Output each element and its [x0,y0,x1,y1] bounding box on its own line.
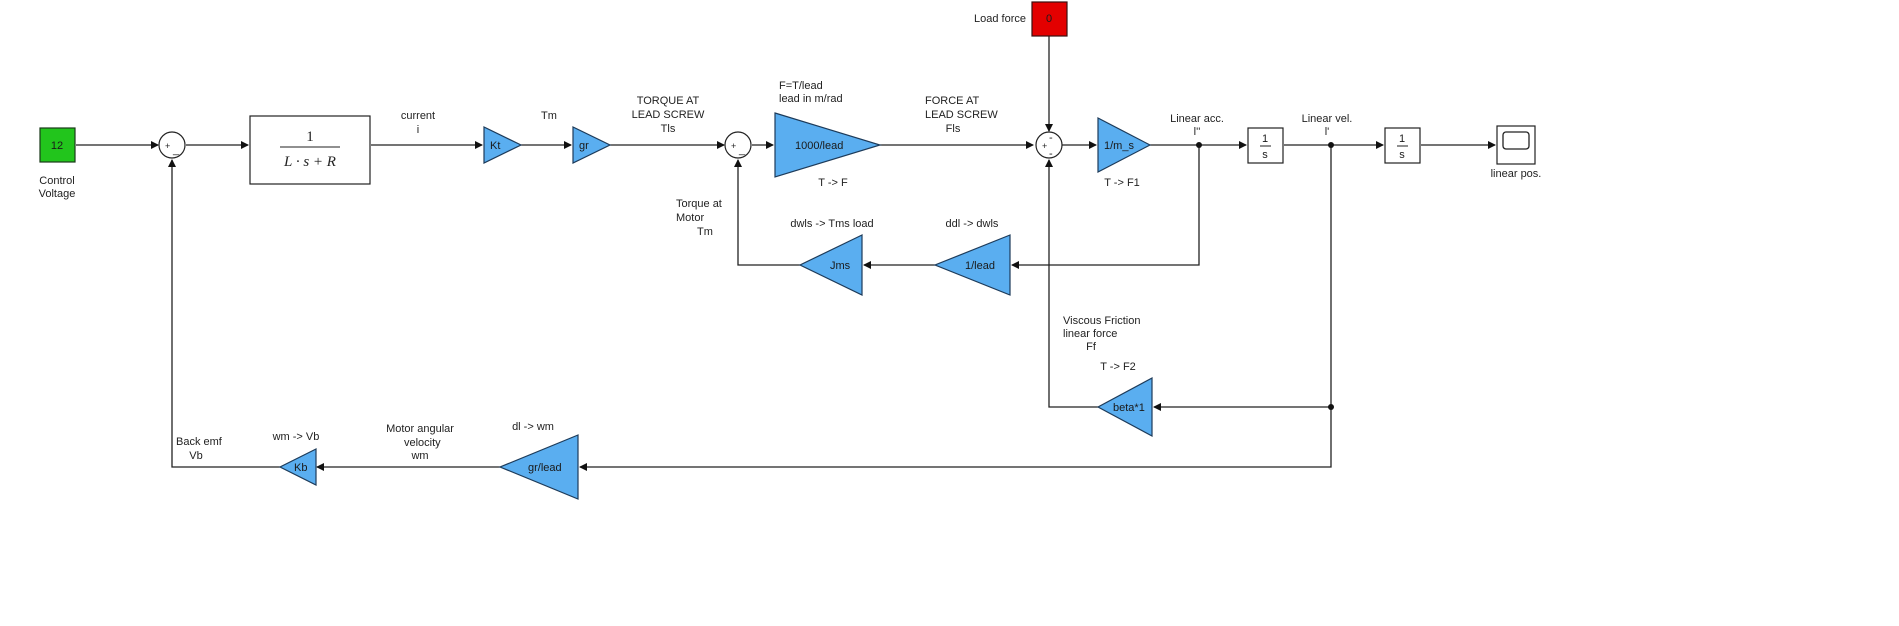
svg-text:wm -> Vb: wm -> Vb [272,431,320,443]
svg-text:wm: wm [410,450,428,462]
svg-text:gr: gr [579,140,589,152]
svg-text:LEAD SCREW: LEAD SCREW [632,109,705,121]
svg-text:_: _ [738,144,746,156]
wire [1153,145,1332,411]
constant-value: 12 [51,140,63,152]
gain-jms[interactable]: Jms [798,234,863,296]
svg-text:1: 1 [1262,133,1268,145]
svg-text:T -> F2: T -> F2 [1100,361,1136,373]
integrator-2[interactable]: 1 s [1384,127,1421,164]
svg-text:gr/lead: gr/lead [528,462,562,474]
scope-label: linear pos. [1491,168,1542,180]
sum-block-torque[interactable]: + _ [724,131,752,159]
wire [168,159,280,468]
svg-text:Jms: Jms [830,260,851,272]
svg-text:Ff: Ff [1086,341,1097,353]
load-force-block[interactable]: 0 [1031,1,1068,37]
svg-text:current: current [401,110,435,122]
svg-text:lead in m/rad: lead in m/rad [779,93,843,105]
svg-text:T -> F: T -> F [818,177,848,189]
gain-inverse-mass[interactable]: 1/m_s [1097,117,1152,173]
scope-block[interactable] [1496,125,1536,165]
svg-text:Linear acc.: Linear acc. [1170,113,1224,125]
svg-text:LEAD SCREW: LEAD SCREW [925,109,998,121]
scope-icon [1502,131,1530,150]
wire [1011,145,1200,269]
svg-text:Tm: Tm [541,110,557,122]
svg-text:l'': l'' [1194,126,1201,138]
svg-text:1/lead: 1/lead [965,260,995,272]
wire [734,159,800,266]
gain-kb[interactable]: Kb [278,448,317,486]
svg-text:+: + [1042,141,1047,151]
control-voltage-label: Control [39,175,74,187]
svg-text:Tls: Tls [661,123,676,135]
svg-text:dl -> wm: dl -> wm [512,421,554,433]
control-voltage-label: Voltage [39,188,76,200]
svg-text:1000/lead: 1000/lead [795,140,843,152]
svg-text:Viscous Friction: Viscous Friction [1063,315,1140,327]
wire [579,407,1332,471]
control-voltage-block[interactable]: 12 [39,127,76,163]
svg-text:F=T/lead: F=T/lead [779,80,823,92]
svg-text:l': l' [1325,126,1330,138]
gain-inverse-lead[interactable]: 1/lead [933,234,1011,296]
svg-text:Back emf: Back emf [176,436,223,448]
sum-block-voltage[interactable]: + _ [158,131,186,159]
svg-text:T -> F1: T -> F1 [1104,177,1140,189]
wire [1045,159,1098,408]
transfer-function-block[interactable]: 1 L · s + R [249,115,371,185]
branch-point [1328,142,1334,148]
gain-gr[interactable]: gr [572,126,612,164]
svg-text:s: s [1399,149,1405,161]
branch-point [1196,142,1202,148]
svg-text:linear force: linear force [1063,328,1117,340]
svg-text:i: i [417,124,419,136]
tf-denominator: L · s + R [283,154,336,170]
signal-wires [76,36,1496,471]
svg-text:Kb: Kb [294,462,307,474]
svg-text:ddl -> dwls: ddl -> dwls [946,218,999,230]
svg-text:FORCE AT: FORCE AT [925,95,979,107]
svg-text:Linear vel.: Linear vel. [1302,113,1353,125]
sum-block-force[interactable]: + - - [1035,131,1063,160]
load-force-label: Load force [974,13,1026,25]
svg-text:Vb: Vb [189,450,202,462]
svg-text:_: _ [172,144,180,156]
signal-labels: current i Tm TORQUE AT LEAD SCREW Tls F=… [176,80,1352,462]
svg-text:s: s [1262,149,1268,161]
svg-text:Tm: Tm [697,226,713,238]
svg-text:+: + [165,141,170,151]
branch-point [1328,404,1334,410]
gain-1000-lead[interactable]: 1000/lead [774,112,883,178]
svg-text:-: - [1049,132,1053,144]
svg-text:1: 1 [1399,133,1405,145]
svg-text:velocity: velocity [404,437,441,449]
svg-text:1/m_s: 1/m_s [1104,140,1134,152]
svg-text:dwls -> Tms load: dwls -> Tms load [790,218,873,230]
svg-text:+: + [731,141,736,151]
gain-gr-lead[interactable]: gr/lead [498,434,579,500]
tf-numerator: 1 [306,129,314,145]
svg-text:Motor: Motor [676,212,704,224]
svg-text:Fls: Fls [946,123,961,135]
gain-kt[interactable]: Kt [483,126,523,164]
svg-text:-: - [1049,148,1053,160]
svg-text:Kt: Kt [490,140,500,152]
svg-text:Torque at: Torque at [676,198,722,210]
svg-text:Motor angular: Motor angular [386,423,454,435]
integrator-1[interactable]: 1 s [1247,127,1284,164]
svg-text:TORQUE AT: TORQUE AT [637,95,700,107]
svg-text:beta*1: beta*1 [1113,402,1145,414]
svg-text:0: 0 [1046,13,1052,25]
gain-beta[interactable]: beta*1 [1096,376,1153,438]
